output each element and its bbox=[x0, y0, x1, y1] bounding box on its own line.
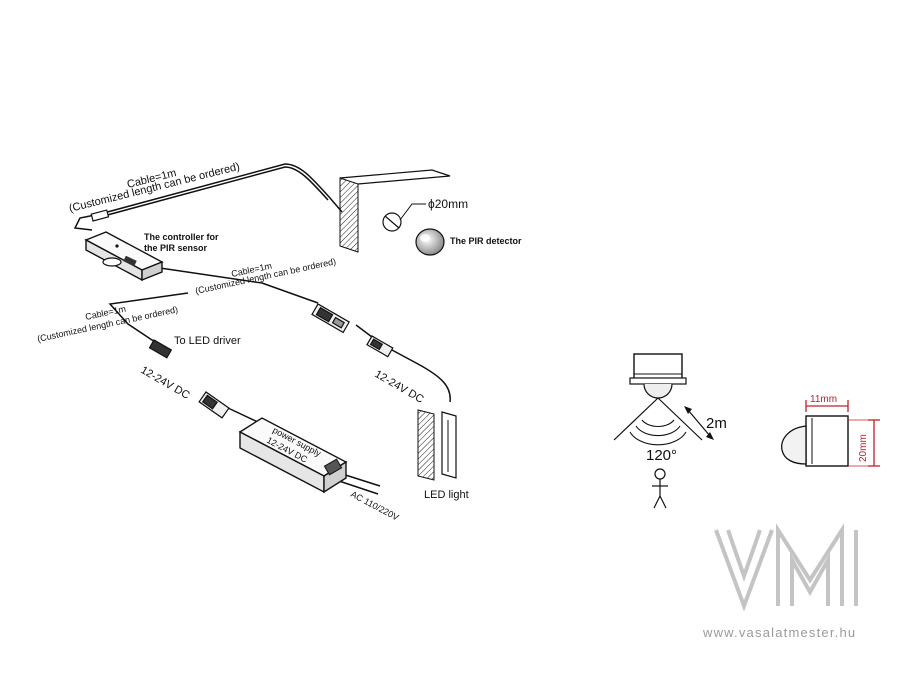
label-angle: 120° bbox=[646, 447, 677, 464]
pir-detector bbox=[382, 203, 445, 256]
distance-arrow bbox=[687, 409, 711, 437]
label-pir-detector: The PIR detector bbox=[450, 236, 522, 246]
cable-to-driver bbox=[108, 292, 189, 345]
detector-dimensions bbox=[781, 400, 880, 467]
label-dim-width: 11mm bbox=[810, 394, 837, 405]
connectors bbox=[90, 209, 394, 419]
power-supply bbox=[238, 417, 348, 494]
label-distance: 2m bbox=[706, 415, 727, 432]
height-dimension bbox=[848, 419, 880, 467]
cable-ac-1 bbox=[335, 479, 379, 495]
label-controller-1: The controller for bbox=[144, 232, 219, 242]
label-dc-right: 12-24V DC bbox=[373, 368, 426, 406]
wall-led bbox=[417, 409, 457, 481]
cables bbox=[73, 163, 451, 495]
width-dimension bbox=[805, 400, 849, 412]
label-dc-left: 12-24V DC bbox=[139, 364, 192, 402]
cable-to-pir-2 bbox=[99, 166, 329, 218]
watermark-url: www.vasalatmester.hu bbox=[702, 625, 856, 640]
detection-waves bbox=[629, 419, 687, 446]
controller bbox=[84, 231, 164, 282]
detection-diagram bbox=[613, 353, 714, 509]
label-to-led-driver: To LED driver bbox=[174, 335, 241, 347]
person-figure bbox=[652, 468, 668, 509]
watermark-logo bbox=[714, 523, 858, 612]
cable-to-led bbox=[159, 267, 319, 304]
cable-to-led-3 bbox=[391, 349, 451, 403]
connector-top bbox=[90, 209, 110, 222]
cable-to-led-2 bbox=[355, 324, 373, 338]
label-ac: AC 110/220V bbox=[349, 489, 400, 523]
detector-housing bbox=[633, 353, 683, 381]
wall-pir bbox=[339, 169, 451, 253]
connector-mid bbox=[311, 303, 350, 334]
connector-driver bbox=[148, 339, 173, 359]
detector-dome bbox=[781, 425, 807, 465]
label-led-light: LED light bbox=[424, 489, 469, 501]
label-controller-2: the PIR sensor bbox=[144, 243, 208, 253]
phi-symbol bbox=[382, 203, 426, 232]
connector-led bbox=[366, 335, 394, 358]
label-phi-size: ϕ20mm bbox=[428, 197, 468, 211]
labels: Cable=1m (Customized length can be order… bbox=[36, 161, 869, 640]
label-dim-height: 20mm bbox=[858, 434, 869, 462]
connector-psu bbox=[198, 391, 230, 419]
cable-to-pir bbox=[73, 163, 343, 231]
label-cable-top-2: (Customized length can be ordered) bbox=[68, 161, 241, 215]
